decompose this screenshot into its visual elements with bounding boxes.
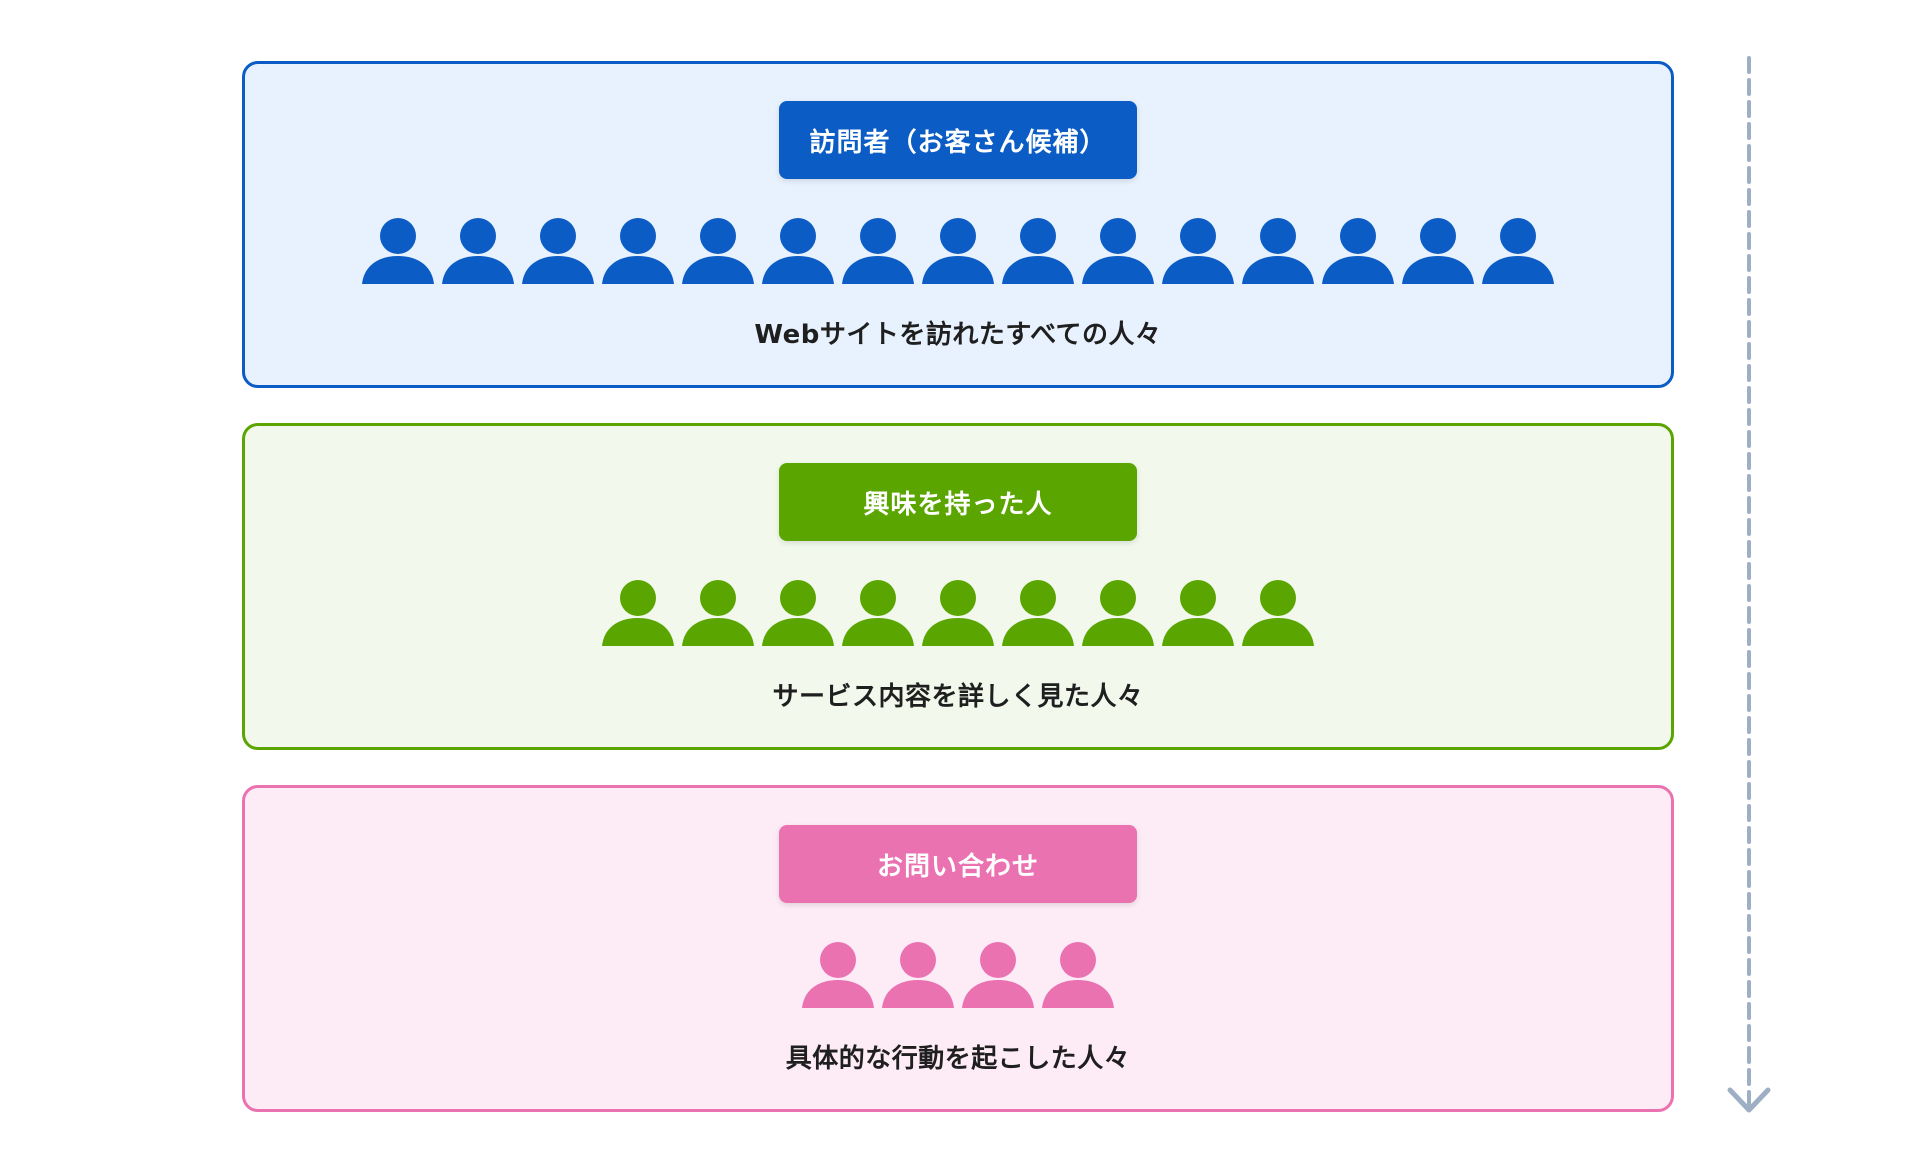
person-icon xyxy=(1402,218,1474,284)
people-row xyxy=(245,938,1671,1010)
person-icon xyxy=(1042,942,1114,1008)
stage-title-badge: お問い合わせ xyxy=(779,825,1137,903)
person-icon xyxy=(842,580,914,646)
person-icon xyxy=(1482,218,1554,284)
person-icon xyxy=(602,580,674,646)
stage-description: サービス内容を詳しく見た人々 xyxy=(772,682,1144,712)
stage-description: 具体的な行動を起こした人々 xyxy=(785,1044,1131,1074)
person-icon xyxy=(522,218,594,284)
person-icon xyxy=(802,942,874,1008)
stage-visitors: 訪問者（お客さん候補） Webサイトを訪れたすべての人々 xyxy=(242,61,1674,388)
person-icon xyxy=(362,218,434,284)
person-icon xyxy=(1162,580,1234,646)
stage-title-badge: 興味を持った人 xyxy=(779,463,1137,541)
person-icon xyxy=(1082,218,1154,284)
person-icon xyxy=(762,218,834,284)
stage-title-badge: 訪問者（お客さん候補） xyxy=(779,101,1137,179)
people-row xyxy=(245,576,1671,648)
person-icon xyxy=(1242,218,1314,284)
people-row xyxy=(245,214,1671,286)
arrow-head xyxy=(1727,1087,1771,1113)
person-icon xyxy=(842,218,914,284)
person-icon xyxy=(922,218,994,284)
person-icon xyxy=(1242,580,1314,646)
person-icon xyxy=(1322,218,1394,284)
person-icon xyxy=(682,580,754,646)
person-icon xyxy=(442,218,514,284)
person-icon xyxy=(962,942,1034,1008)
person-icon xyxy=(1082,580,1154,646)
person-icon xyxy=(922,580,994,646)
person-icon xyxy=(762,580,834,646)
person-icon xyxy=(602,218,674,284)
person-icon xyxy=(1162,218,1234,284)
person-icon xyxy=(1002,580,1074,646)
stage-inquiry: お問い合わせ 具体的な行動を起こした人々 xyxy=(242,785,1674,1112)
person-icon xyxy=(882,942,954,1008)
person-icon xyxy=(1002,218,1074,284)
stage-description: Webサイトを訪れたすべての人々 xyxy=(754,320,1162,350)
arrow-down-icon xyxy=(1727,56,1771,1113)
stage-interested: 興味を持った人 サービス内容を詳しく見た人々 xyxy=(242,423,1674,750)
person-icon xyxy=(682,218,754,284)
